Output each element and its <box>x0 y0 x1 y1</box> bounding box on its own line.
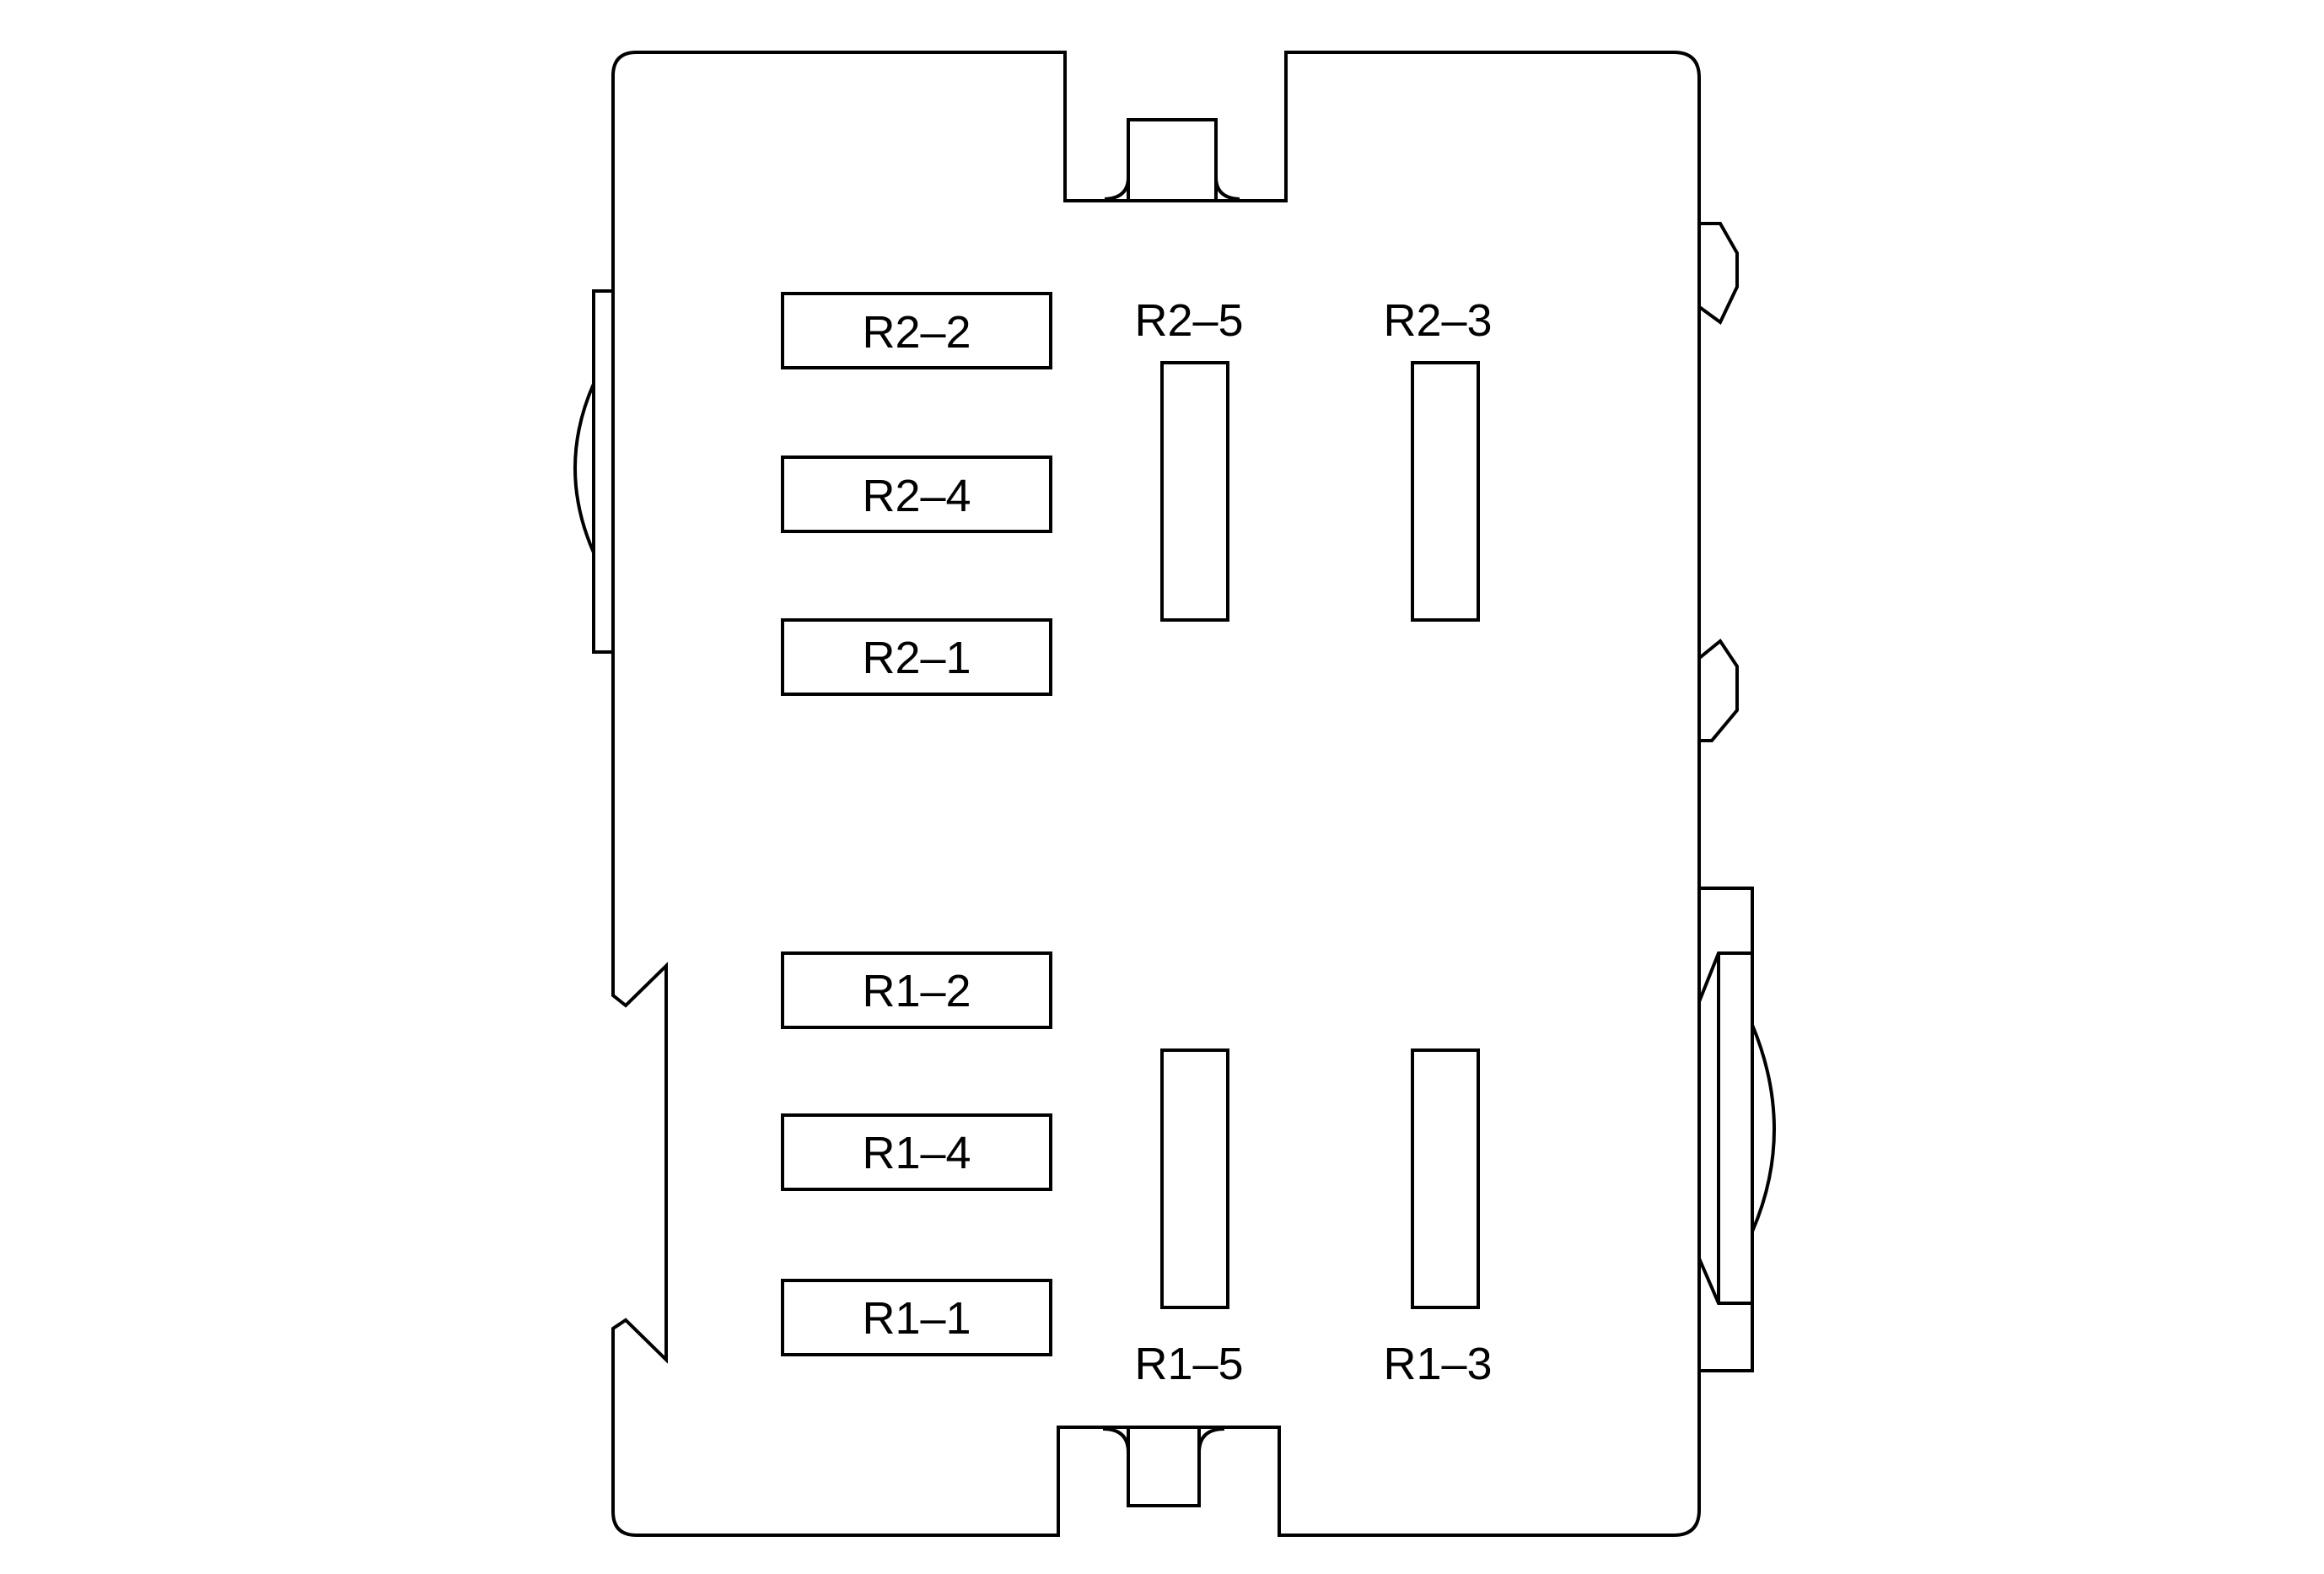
terminal-label: R2–5 <box>1134 295 1243 346</box>
terminal-label: R2–1 <box>862 633 971 683</box>
terminal-r1-3: R1–3 <box>1383 1048 1493 1389</box>
connector-housing <box>611 51 1701 1537</box>
terminal-label: R1–2 <box>862 966 971 1016</box>
terminal-r1-4: R1–4 <box>781 1113 1052 1191</box>
terminal-r1-5: R1–5 <box>1134 1048 1244 1389</box>
right-lower-latch <box>1695 887 1776 1372</box>
left-latch <box>573 289 619 654</box>
terminal-r2-1: R2–1 <box>781 618 1052 696</box>
terminal-r2-4: R2–4 <box>781 455 1052 533</box>
bottom-notch-tab <box>1127 1427 1201 1507</box>
terminal-label: R1–4 <box>862 1128 971 1178</box>
terminal-r2-5: R2–5 <box>1134 295 1244 622</box>
terminal-label: R2–4 <box>862 471 971 521</box>
terminal-r1-2: R1–2 <box>781 951 1052 1029</box>
top-notch-tab <box>1127 118 1218 201</box>
terminal-label: R2–2 <box>862 307 971 358</box>
terminal-r2-2: R2–2 <box>781 292 1052 369</box>
terminal-label: R1–5 <box>1134 1339 1243 1389</box>
terminal-label: R1–1 <box>862 1293 971 1344</box>
terminal-label: R1–3 <box>1383 1339 1492 1389</box>
terminal-r1-1: R1–1 <box>781 1279 1052 1356</box>
terminal-r2-3: R2–3 <box>1383 295 1493 622</box>
terminal-label: R2–3 <box>1383 295 1492 346</box>
